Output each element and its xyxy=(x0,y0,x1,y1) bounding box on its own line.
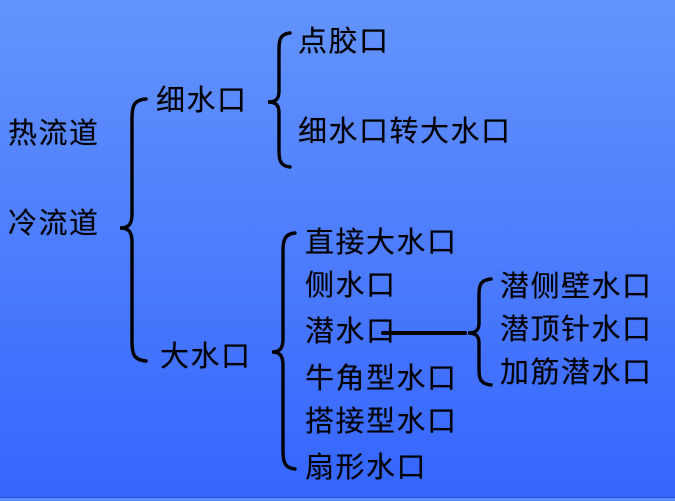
node-dispensing-gate: 点胶口 xyxy=(298,26,390,58)
node-overlap-gate: 搭接型水口 xyxy=(305,406,458,438)
node-horn-gate: 牛角型水口 xyxy=(305,363,458,395)
node-submarine-ejector-pin-gate: 潜顶针水口 xyxy=(500,314,653,346)
node-large-gate: 大水口 xyxy=(160,341,252,373)
slide-bottom-shadow-line xyxy=(0,497,675,498)
curly-brace-large-gate xyxy=(271,231,297,471)
node-side-gate: 侧水口 xyxy=(305,270,397,302)
connector-line-submarine-gate xyxy=(381,331,467,335)
node-submarine-side-wall-gate: 潜侧壁水口 xyxy=(500,271,653,303)
node-submarine-gate: 潜水口 xyxy=(305,316,397,348)
curly-brace-submarine-gate xyxy=(467,277,493,387)
slide-bottom-edge xyxy=(0,498,675,501)
node-hot-runner: 热流道 xyxy=(8,118,100,150)
node-fan-gate: 扇形水口 xyxy=(305,452,428,484)
curly-brace-fine-gate xyxy=(267,31,292,169)
node-direct-large-gate: 直接大水口 xyxy=(305,227,458,259)
node-fine-gate: 细水口 xyxy=(156,85,248,117)
node-cold-runner: 冷流道 xyxy=(8,208,100,240)
curly-brace-cold-runner xyxy=(119,97,148,363)
node-fine-to-large-gate: 细水口转大水口 xyxy=(298,116,512,148)
node-ribbed-submarine-gate: 加筋潜水口 xyxy=(500,357,653,389)
